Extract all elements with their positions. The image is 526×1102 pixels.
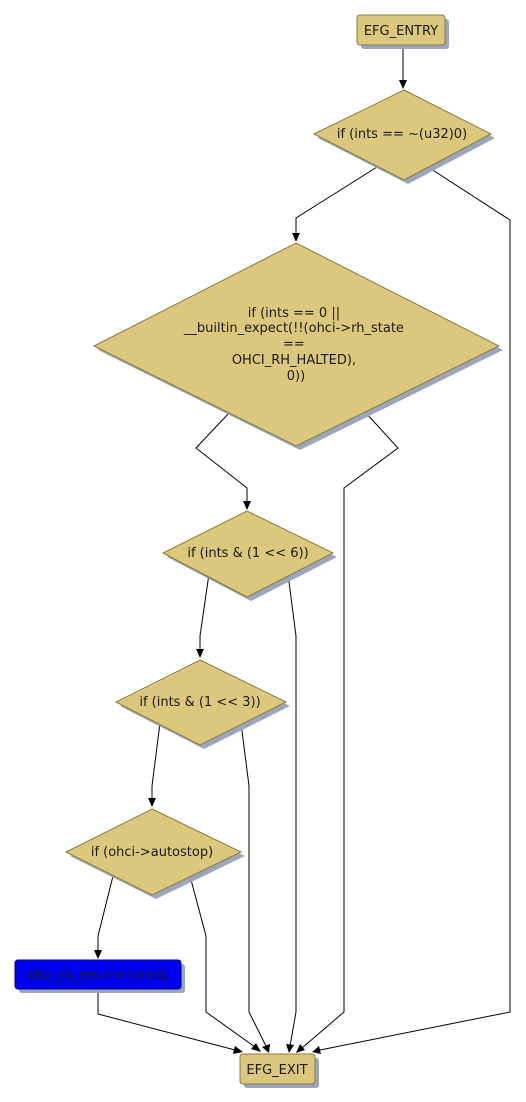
arrowhead — [312, 1046, 321, 1054]
edges — [94, 45, 511, 1054]
exit-label: EFG_EXIT — [246, 1063, 307, 1078]
condition-label: if (ints & (1 << 3)) — [139, 695, 260, 710]
condition-line-4: OHCI_RH_HALTED), — [232, 353, 356, 368]
arrowhead — [296, 1044, 305, 1053]
edge-resume-to-exit — [97, 989, 236, 1051]
condition-label: if (ints & (1 << 6)) — [187, 546, 308, 561]
edge-cond3-to-cond4 — [199, 573, 210, 651]
edge-cond5-to-resume — [97, 875, 114, 952]
edge-cond4-to-exit — [240, 722, 267, 1047]
edge-cond4-to-cond5 — [151, 722, 161, 800]
arrowhead — [148, 798, 156, 807]
edge-cond3-to-exit — [287, 573, 297, 1047]
arrowhead — [196, 649, 204, 658]
condition-label: if (ohci->autostop) — [91, 845, 213, 860]
arrowhead — [233, 1046, 243, 1054]
arrowhead — [251, 1043, 261, 1052]
arrowhead — [94, 950, 102, 959]
arrowhead — [243, 501, 251, 510]
condition-line-5: 0)) — [287, 369, 305, 384]
condition-node-autostop[interactable]: if (ohci->autostop) — [64, 808, 245, 899]
edge-cond2-to-cond3 — [195, 411, 248, 503]
arrowhead — [292, 233, 300, 242]
arrowhead — [262, 1044, 270, 1053]
exit-node[interactable]: EFG_EXIT — [239, 1053, 319, 1088]
condition-label: if (ints == ~(u32)0) — [337, 127, 467, 142]
edge-cond5-to-exit — [189, 875, 256, 1048]
condition-node-ints-all-ones[interactable]: if (ints == ~(u32)0) — [312, 89, 495, 184]
entry-label: EFG_ENTRY — [364, 24, 438, 39]
condition-label-multiline: if (ints == 0 || __builtin_expect(!!(ohc… — [183, 306, 408, 384]
condition-line-2: __builtin_expect(!!(ohci->rh_state — [183, 321, 404, 336]
arrowhead — [286, 1044, 294, 1053]
condition-line-3: == — [283, 337, 305, 352]
resume-label: ohci_rh_resume (ohci); — [27, 967, 169, 982]
condition-node-bit-6[interactable]: if (ints & (1 << 6)) — [161, 510, 337, 601]
resume-node[interactable]: ohci_rh_resume (ohci); — [14, 959, 185, 993]
entry-node[interactable]: EFG_ENTRY — [356, 14, 449, 49]
condition-node-ints-zero-or-halted[interactable]: if (ints == 0 || __builtin_expect(!!(ohc… — [92, 242, 503, 450]
edge-cond1-to-exit — [319, 166, 511, 1051]
edge-cond2-to-exit — [301, 411, 399, 1049]
condition-node-bit-3[interactable]: if (ints & (1 << 3)) — [114, 659, 290, 749]
edge-cond1-to-cond2 — [295, 166, 378, 235]
condition-line-1: if (ints == 0 || — [248, 306, 340, 321]
arrowhead — [399, 80, 407, 89]
